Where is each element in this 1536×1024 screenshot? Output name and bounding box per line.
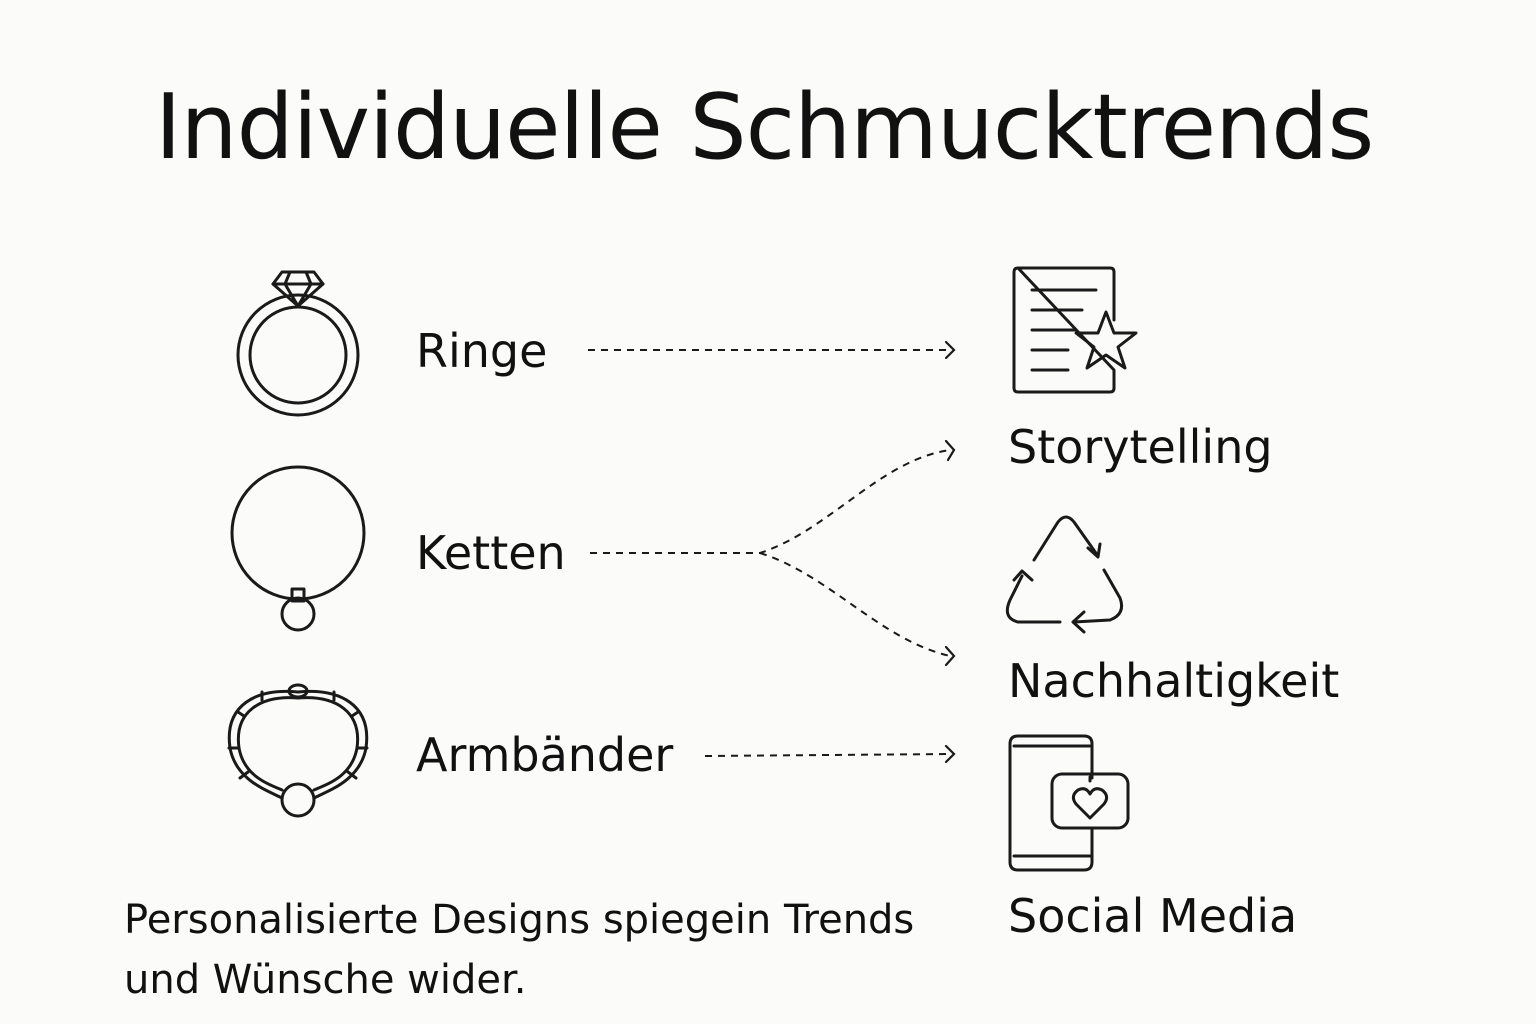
target-label-nachhaltigkeit: Nachhaltigkeit <box>1008 654 1340 708</box>
recycle-icon <box>1005 515 1124 634</box>
phone-heart-icon <box>1008 734 1130 872</box>
ring-icon <box>236 270 360 417</box>
bracelet-icon <box>227 683 369 818</box>
source-label-armbaender: Armbänder <box>416 728 674 782</box>
diagram-title: Individuelle Schmucktrends <box>155 75 1374 180</box>
document-star-icon <box>1012 266 1138 394</box>
caption-text: Personalisierte Designs spiegein Trends … <box>124 897 915 1003</box>
target-label-storytelling: Storytelling <box>1008 420 1273 474</box>
target-label-social-media: Social Media <box>1008 889 1298 943</box>
edge-ketten-storytelling <box>590 439 956 554</box>
source-label-ringe: Ringe <box>416 324 548 378</box>
source-label-ketten: Ketten <box>416 526 566 580</box>
necklace-icon <box>230 465 366 632</box>
edge-ringe-storytelling <box>588 340 956 360</box>
edge-ketten-nachhaltigkeit <box>759 552 956 667</box>
edge-armbaender-social-media <box>704 744 956 764</box>
